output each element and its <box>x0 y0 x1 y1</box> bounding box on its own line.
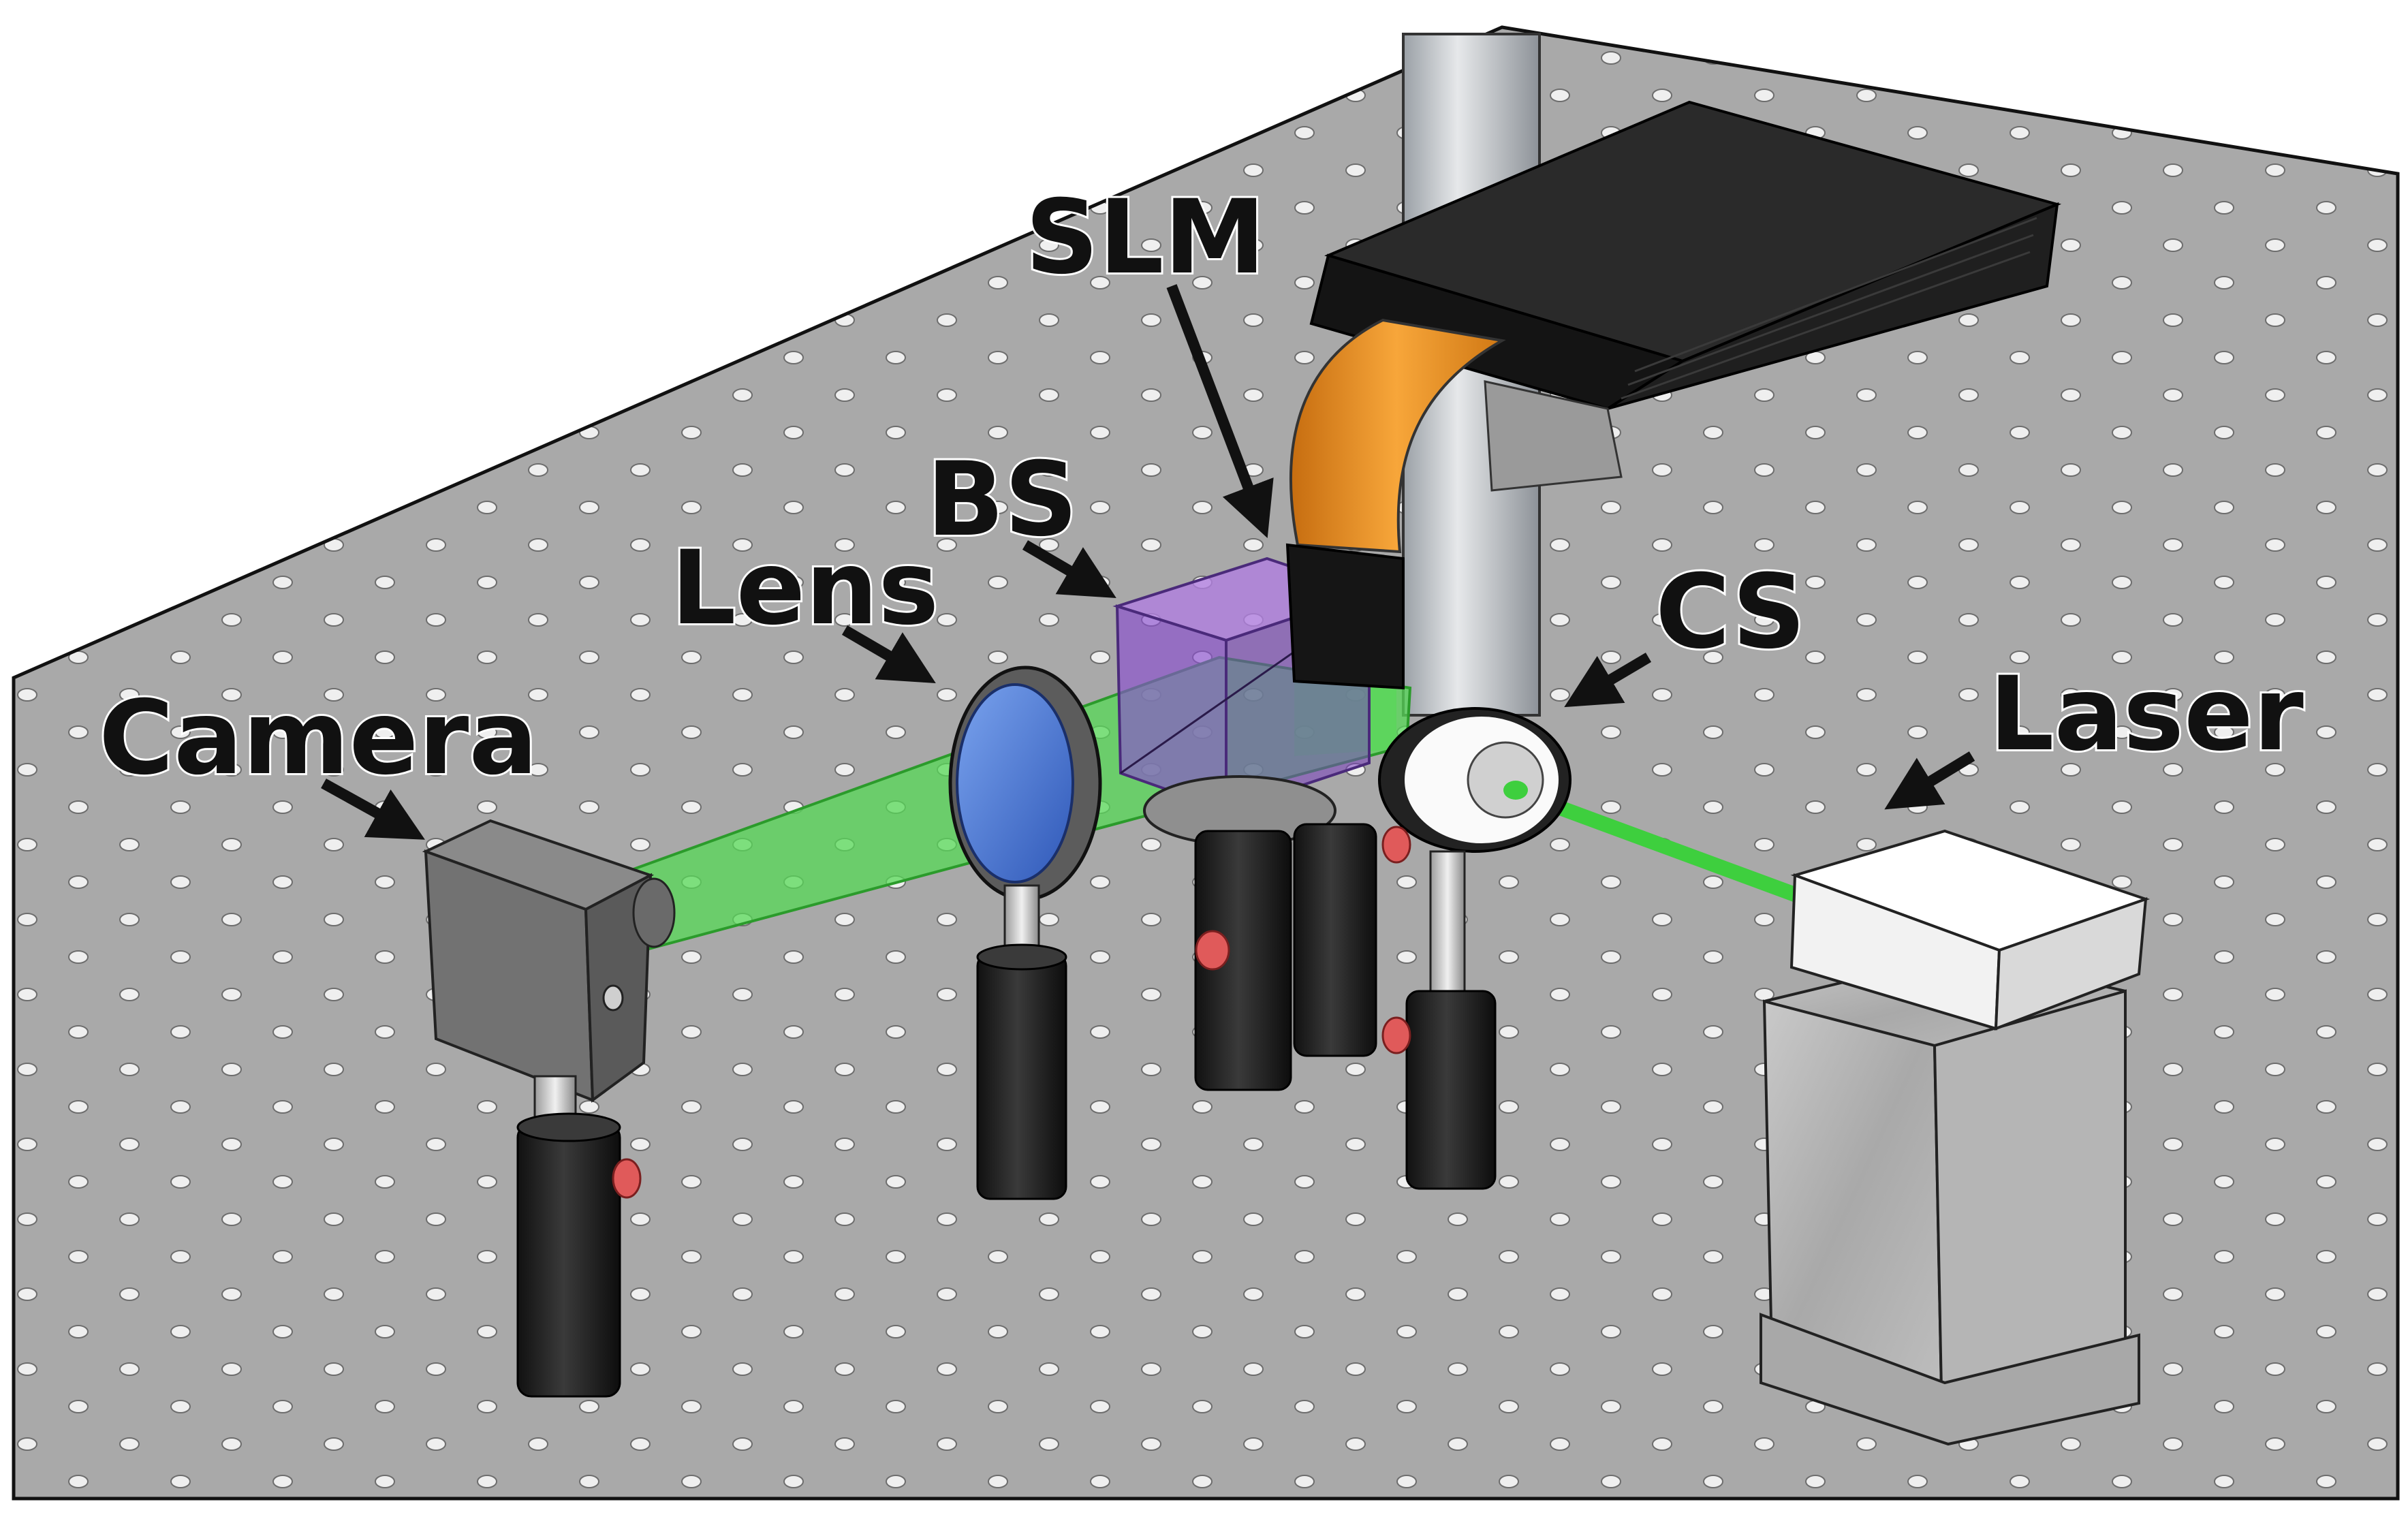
cs-arrow <box>1564 653 1652 708</box>
lens-arrow <box>841 625 936 684</box>
slm-arrow <box>1166 284 1274 538</box>
label-arrows <box>321 284 1975 840</box>
label-laser: Laser <box>1989 655 2304 774</box>
cs-post <box>1381 826 1497 1190</box>
slm-controller-box <box>1309 100 2062 492</box>
label-cs: CS <box>1655 553 1806 672</box>
slm-panel <box>1285 543 1405 690</box>
cs-optic <box>1378 707 1572 853</box>
label-slm: SLM <box>1025 178 1266 297</box>
labels: SLM BS Lens CS Camera Laser <box>97 176 2306 800</box>
bs-arrow <box>1022 540 1116 599</box>
camera-post <box>516 1075 642 1398</box>
camera <box>422 819 676 1103</box>
camera-arrow <box>321 779 425 840</box>
laser <box>1760 829 2151 1446</box>
label-bs: BS <box>926 441 1078 559</box>
label-lens: Lens <box>671 529 939 648</box>
lens-post <box>976 884 1067 1200</box>
slm-ribbon-cable <box>1289 318 1506 554</box>
lens <box>948 665 1102 901</box>
laser-arrow <box>1884 751 1975 810</box>
label-camera: Camera <box>99 679 538 798</box>
slm-post <box>1293 823 1377 1057</box>
bs-mount <box>1143 775 1336 1091</box>
